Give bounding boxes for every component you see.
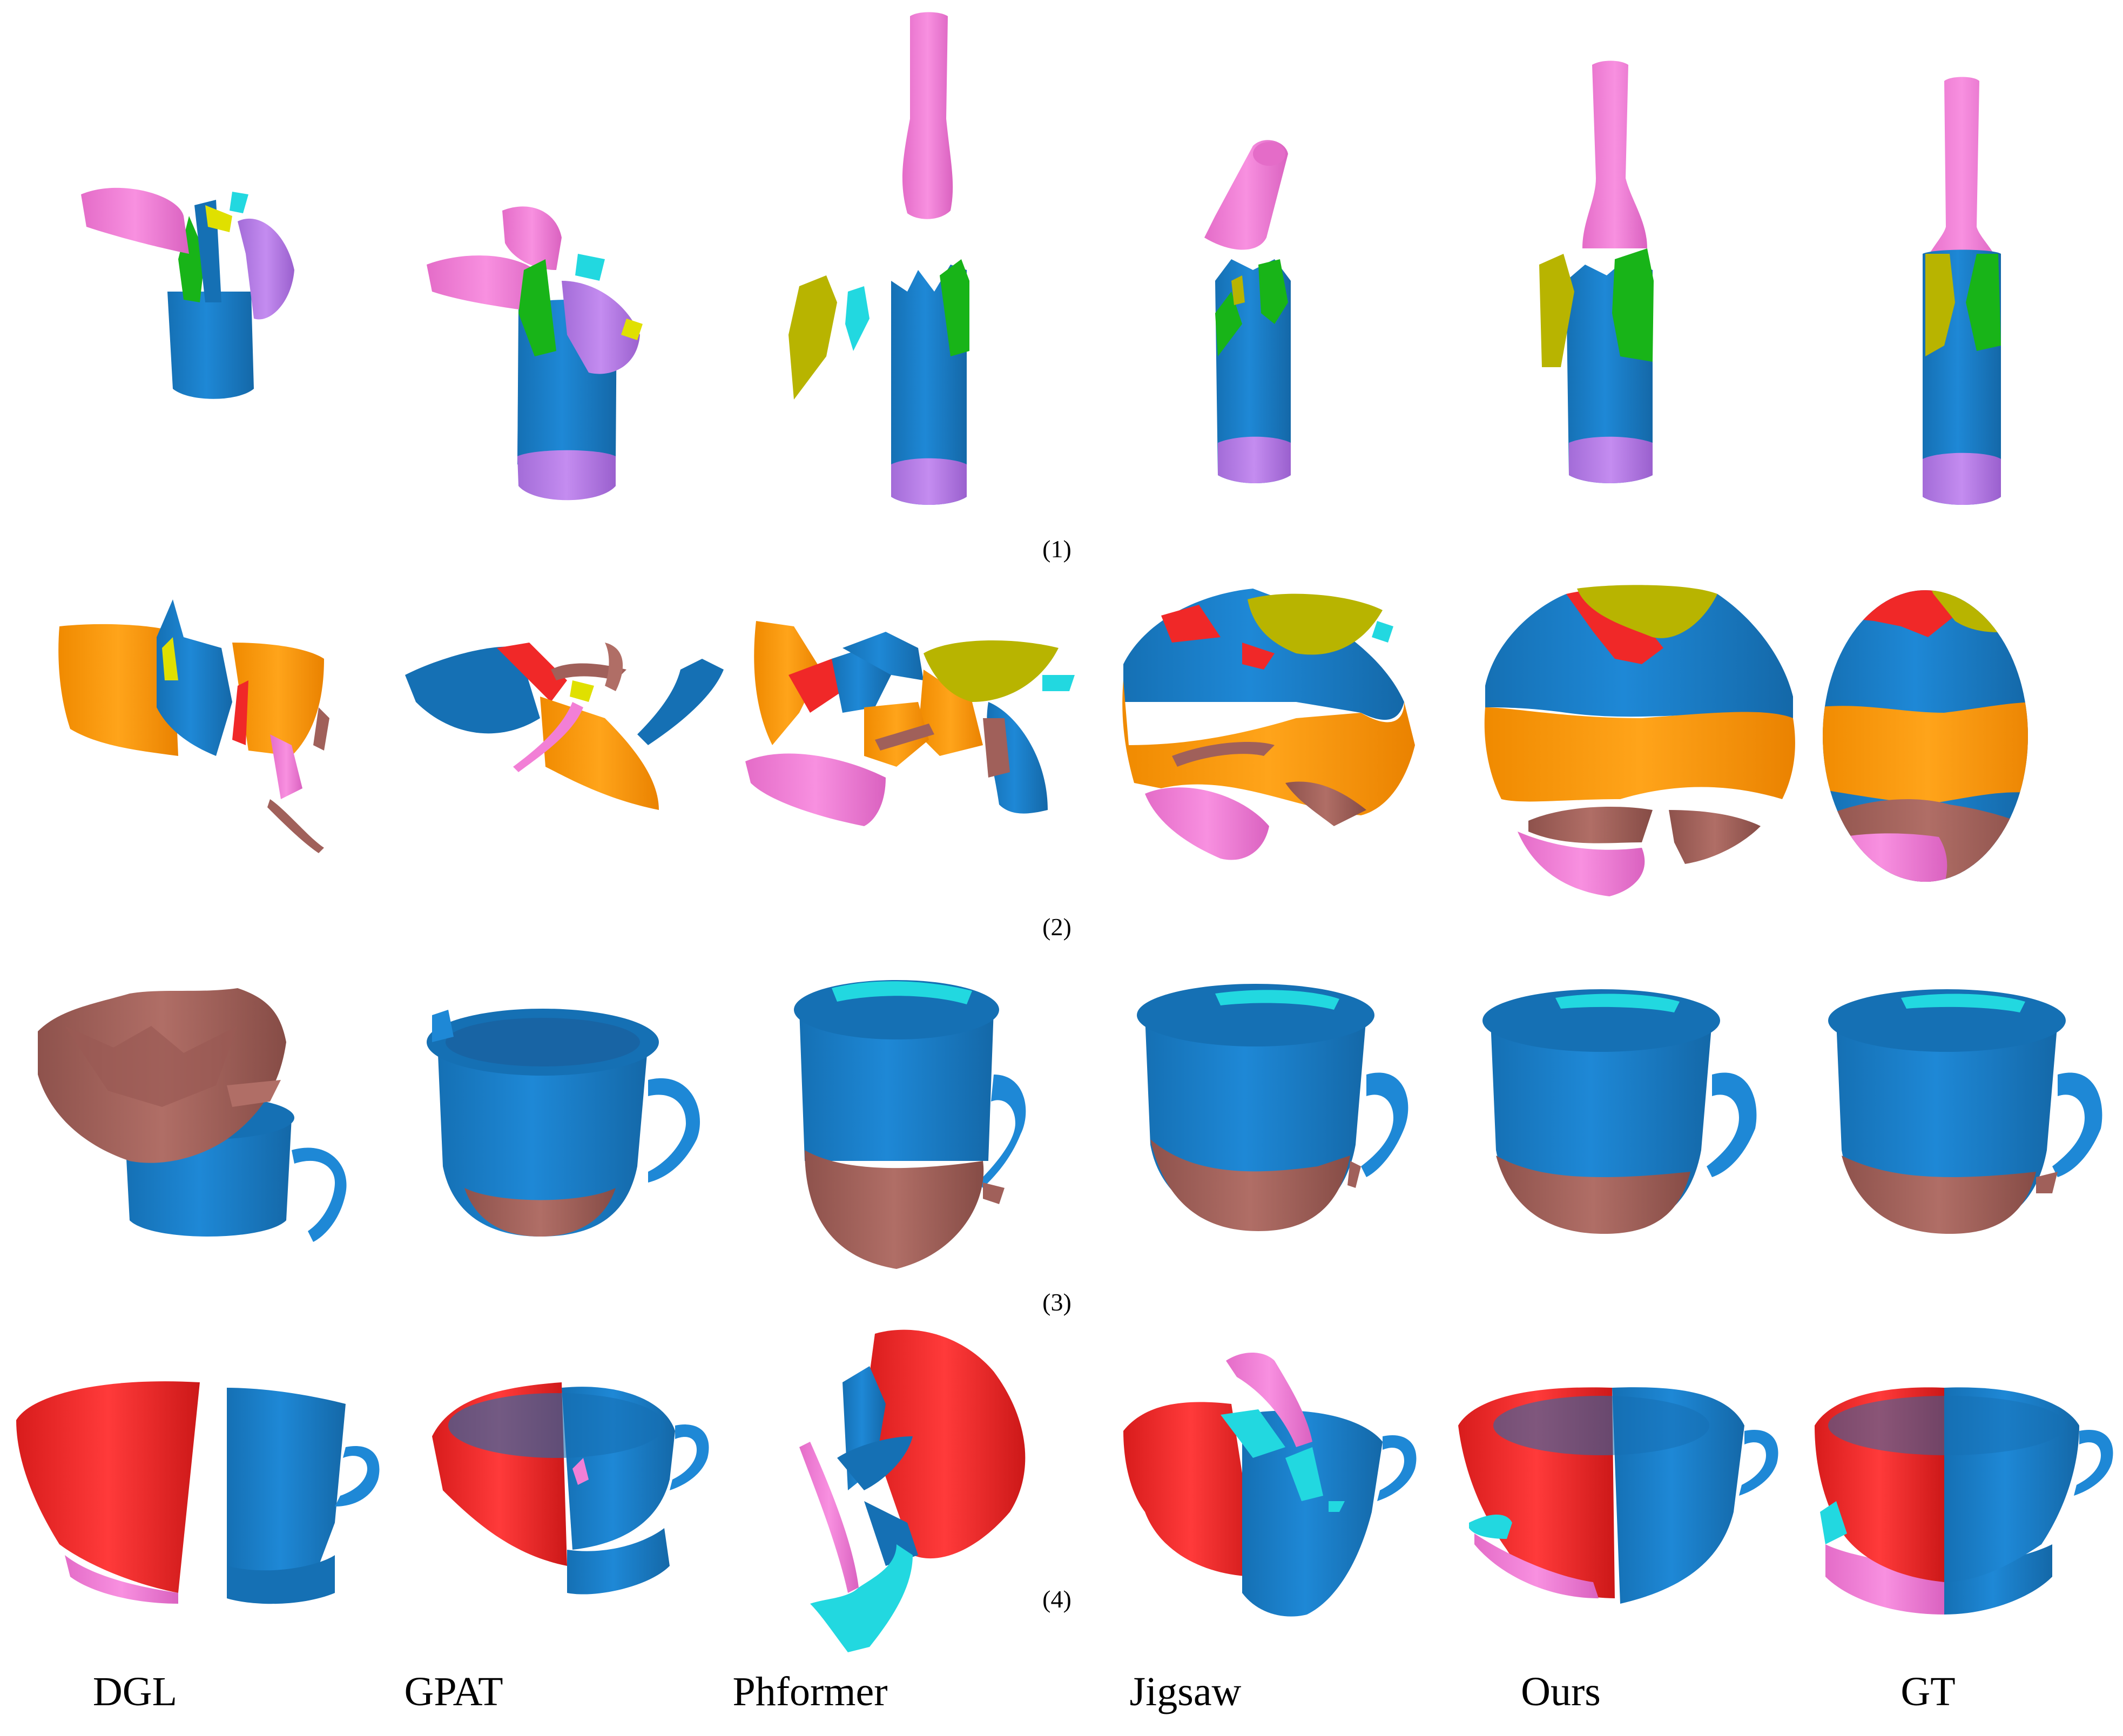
row-label-2: (2) xyxy=(1042,913,1071,941)
row3-phformer-reconstruction xyxy=(794,980,1026,1269)
row1-ours-reconstruction xyxy=(1539,60,1654,483)
row3-gt-reconstruction xyxy=(1828,989,2102,1234)
method-label-gpat: GPAT xyxy=(404,1669,503,1714)
row2-ours-reconstruction xyxy=(1484,585,1795,896)
row2-phformer-reconstruction xyxy=(745,621,1075,826)
row1-phformer-reconstruction xyxy=(788,12,969,505)
row2-gpat-reconstruction xyxy=(405,643,724,810)
row-label-4: (4) xyxy=(1042,1585,1071,1613)
row1-gt-reconstruction xyxy=(1923,77,2001,505)
row4-phformer-reconstruction xyxy=(799,1329,1026,1652)
row4-jigsaw-reconstruction xyxy=(1123,1353,1417,1617)
row4-gpat-reconstruction xyxy=(432,1382,709,1595)
row-label-3: (3) xyxy=(1042,1288,1071,1316)
method-label-gt: GT xyxy=(1900,1669,1956,1714)
method-label-phformer: Phformer xyxy=(732,1669,888,1714)
row4-gt-reconstruction xyxy=(1815,1387,2113,1615)
method-label-dgl: DGL xyxy=(92,1669,178,1714)
row1-jigsaw-reconstruction xyxy=(1204,140,1291,483)
row2-jigsaw-reconstruction xyxy=(1122,589,1415,860)
row3-dgl-reconstruction xyxy=(38,988,347,1242)
row-label-1: (1) xyxy=(1042,535,1071,563)
row2-gt-reconstruction xyxy=(1823,590,2028,882)
row3-jigsaw-reconstruction xyxy=(1137,984,1408,1231)
row3-gpat-reconstruction xyxy=(427,1009,700,1237)
row2-dgl-reconstruction xyxy=(58,599,329,853)
row1-dgl-reconstruction xyxy=(81,187,294,399)
row1-gpat-reconstruction xyxy=(427,206,643,501)
method-label-ours: Ours xyxy=(1521,1669,1601,1714)
row4-ours-reconstruction xyxy=(1458,1387,1778,1604)
row3-ours-reconstruction xyxy=(1482,989,1757,1234)
method-label-jigsaw: Jigsaw xyxy=(1129,1669,1242,1714)
row4-dgl-reconstruction xyxy=(16,1381,380,1604)
